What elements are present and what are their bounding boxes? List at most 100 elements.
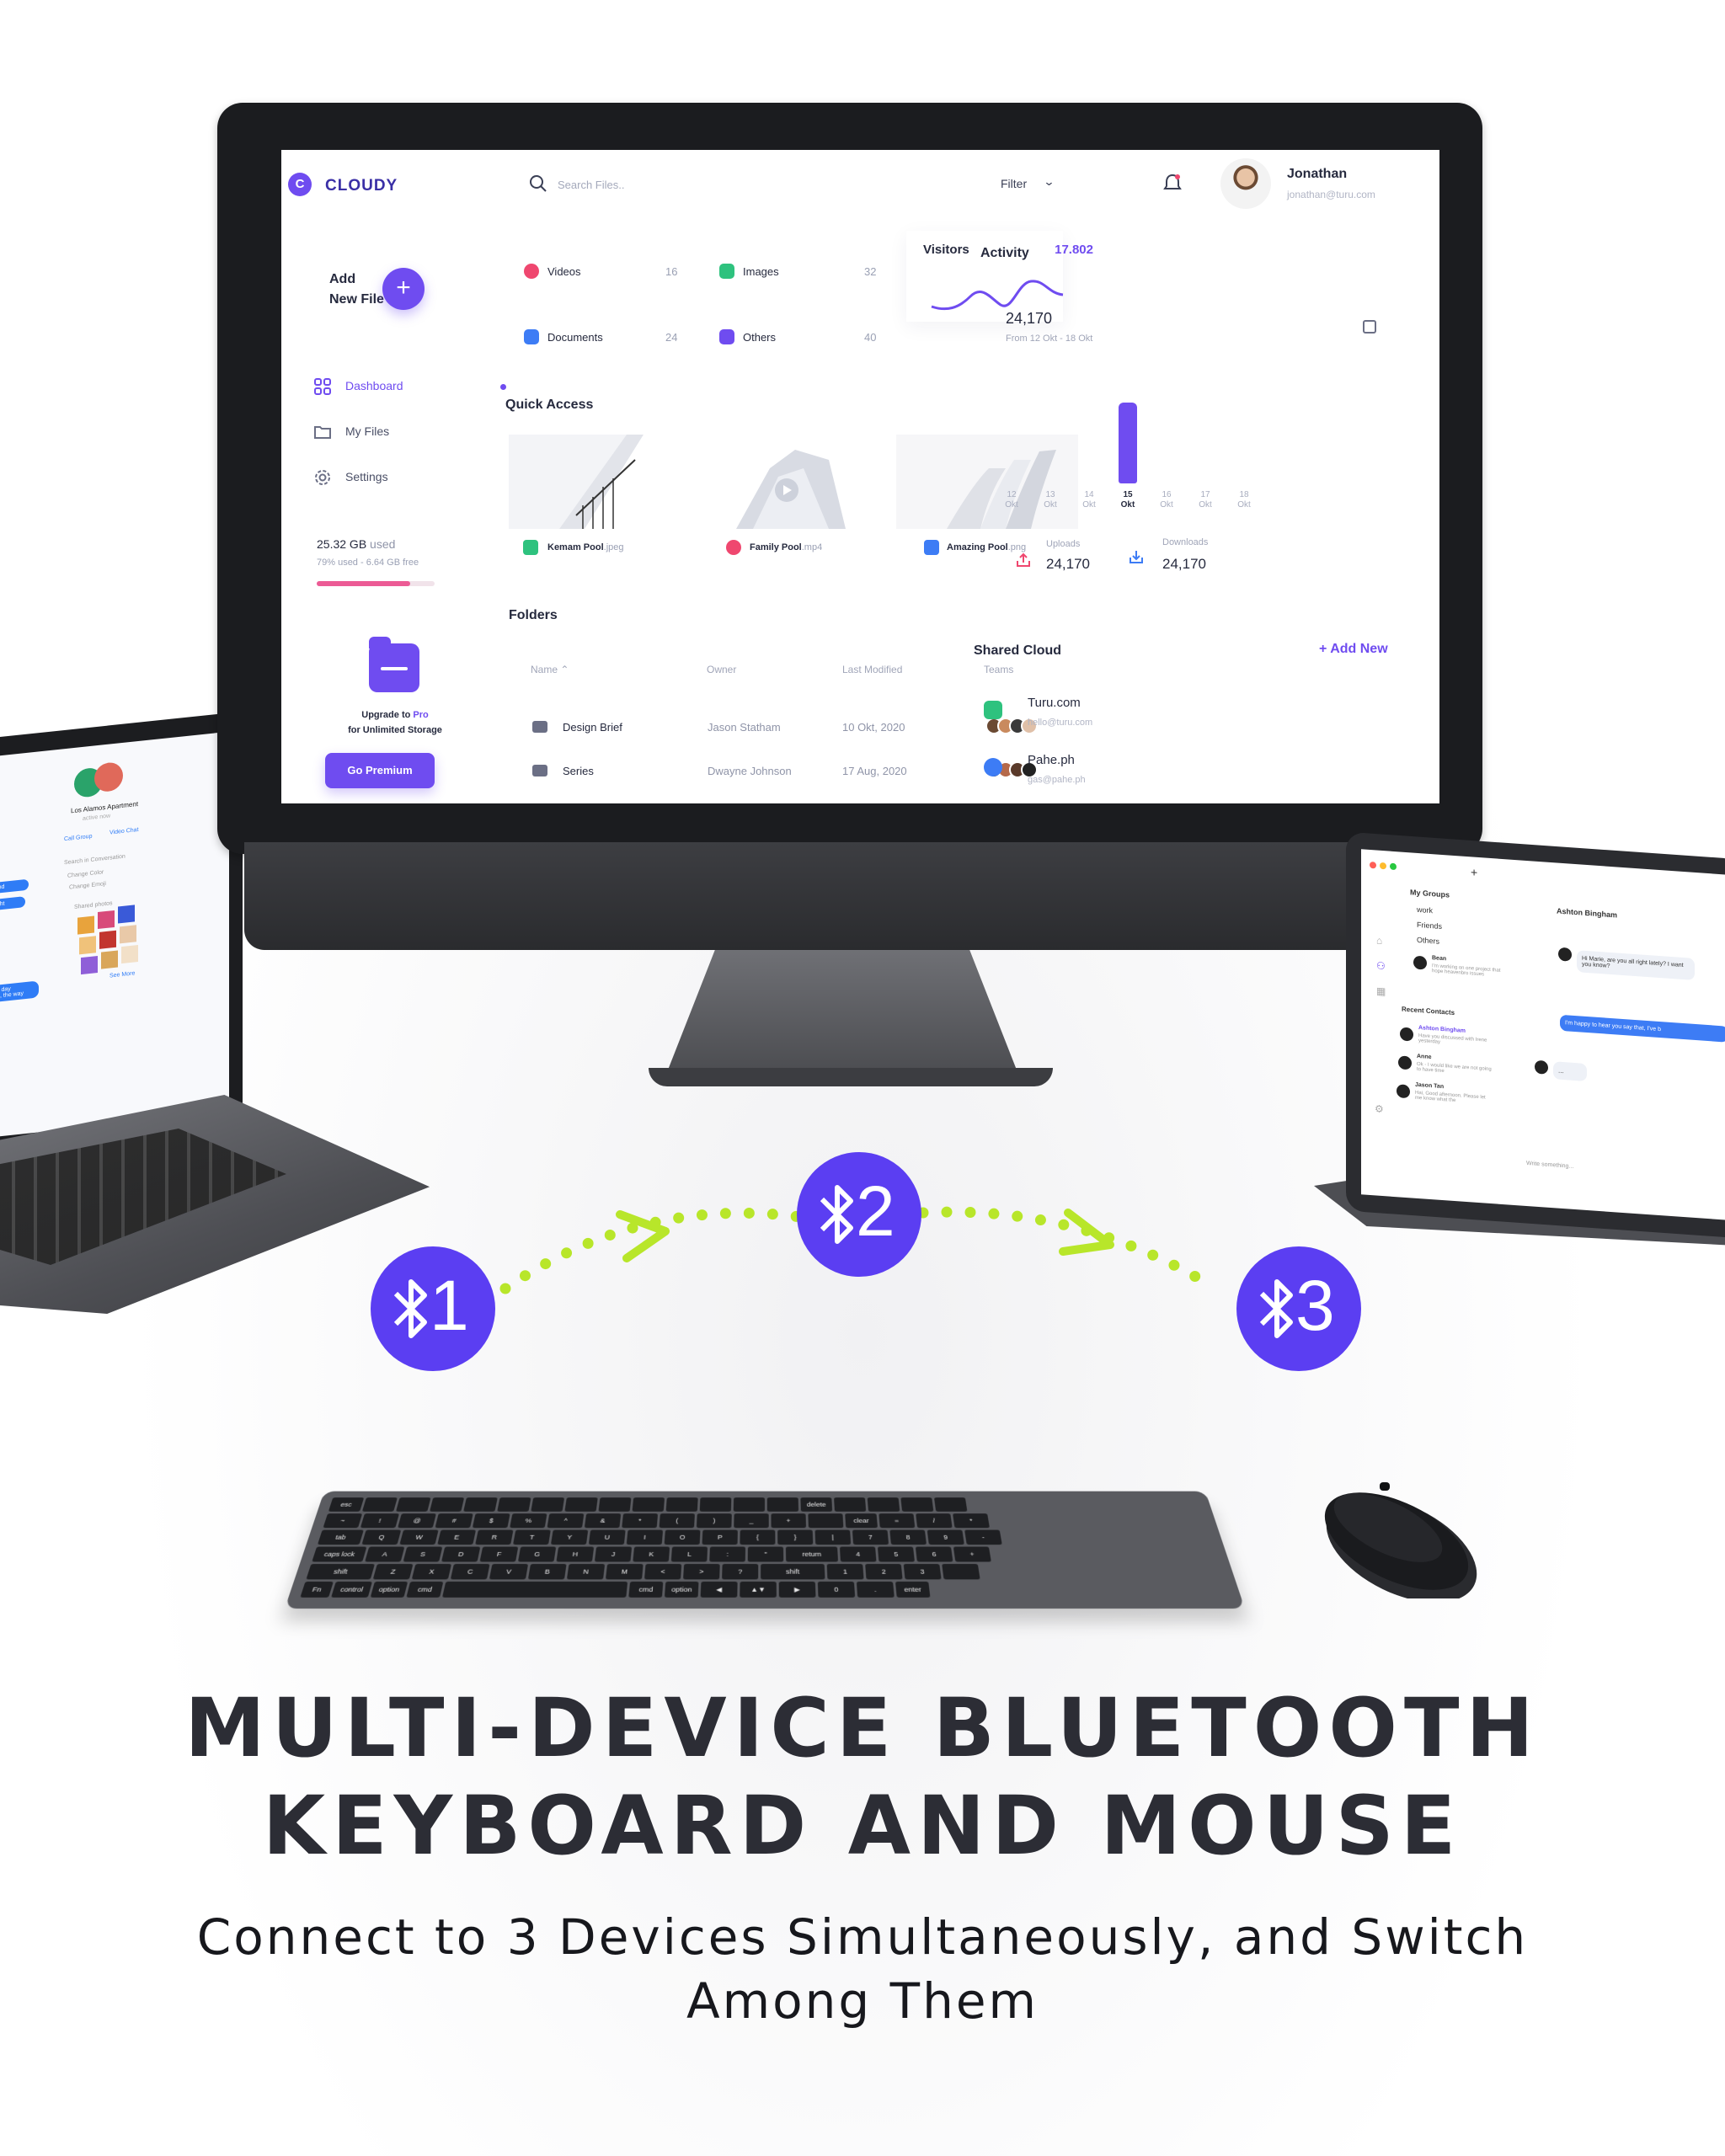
keyboard-key bbox=[942, 1564, 980, 1579]
keyboard-key: X bbox=[412, 1564, 451, 1579]
keyboard-key: S bbox=[403, 1547, 443, 1562]
keyboard-key bbox=[497, 1497, 531, 1512]
keyboard-key: option bbox=[371, 1582, 409, 1598]
keyboard-key: _ bbox=[734, 1513, 769, 1528]
keyboard-key: | bbox=[815, 1530, 852, 1545]
keyboard-key: M bbox=[606, 1564, 644, 1579]
keyboard-key: @ bbox=[398, 1513, 436, 1528]
keyboard-row: shiftZXCVBNM<>?shift123 bbox=[306, 1564, 980, 1579]
keyboard-key: A bbox=[365, 1547, 404, 1562]
keyboard-key bbox=[934, 1497, 967, 1512]
keyboard-key: * bbox=[953, 1513, 990, 1528]
bluetooth-channel-2: 2 bbox=[797, 1152, 921, 1277]
headline-line-1: MULTI-DEVICE BLUETOOTH bbox=[0, 1681, 1725, 1775]
keyboard-key: option bbox=[665, 1582, 699, 1598]
keyboard-key: 2 bbox=[865, 1564, 902, 1579]
keyboard-key: Fn bbox=[300, 1582, 334, 1598]
subheadline: Connect to 3 Devices Simultaneously, and… bbox=[147, 1905, 1578, 2033]
keyboard-key: T bbox=[513, 1530, 551, 1545]
keyboard-row: Fncontroloptioncmdcmdoption◀▲▼▶0.enter bbox=[300, 1582, 930, 1598]
keyboard-key bbox=[633, 1497, 665, 1512]
arrow-head-icon bbox=[1063, 1213, 1110, 1251]
keyboard-key bbox=[808, 1513, 843, 1528]
keyboard-key: } bbox=[777, 1530, 813, 1545]
keyboard-key: Z bbox=[373, 1564, 414, 1579]
keyboard-key bbox=[531, 1497, 564, 1512]
keyboard-key: control bbox=[331, 1582, 372, 1598]
keyboard-key bbox=[767, 1497, 798, 1512]
keyboard-key: % bbox=[510, 1513, 547, 1528]
keyboard-key: 6 bbox=[916, 1547, 953, 1562]
keyboard-keys: escdelete~!@#$%^&*()_+clear=/*tabQWERTYU… bbox=[299, 1497, 1231, 1601]
keyboard-key: 7 bbox=[852, 1530, 889, 1545]
bluetooth-icon bbox=[393, 1275, 430, 1342]
keyboard-key: G bbox=[518, 1547, 556, 1562]
keyboard-key: ▲▼ bbox=[740, 1582, 777, 1598]
keyboard-key: Q bbox=[361, 1530, 401, 1545]
keyboard-key bbox=[564, 1497, 597, 1512]
keyboard-row: ~!@#$%^&*()_+clear=/* bbox=[323, 1513, 990, 1528]
keyboard-key: cmd bbox=[628, 1582, 663, 1598]
keyboard-key: Y bbox=[551, 1530, 588, 1545]
keyboard-key: : bbox=[709, 1547, 745, 1562]
bluetooth-channel-1: 1 bbox=[371, 1246, 495, 1371]
keyboard-key bbox=[868, 1497, 900, 1512]
keyboard-key: ^ bbox=[547, 1513, 585, 1528]
keyboard-key: P bbox=[702, 1530, 737, 1545]
keyboard-key: $ bbox=[473, 1513, 510, 1528]
keyboard-key: cmd bbox=[406, 1582, 443, 1598]
keyboard-key: tab bbox=[318, 1530, 364, 1545]
keyboard-key bbox=[396, 1497, 431, 1512]
keyboard-key bbox=[700, 1497, 732, 1512]
keyboard-key: L bbox=[671, 1547, 708, 1562]
keyboard-key: shift bbox=[306, 1564, 375, 1579]
keyboard-key: enter bbox=[895, 1582, 930, 1598]
keyboard-key: . bbox=[857, 1582, 895, 1598]
keyboard-key: J bbox=[595, 1547, 632, 1562]
bluetooth-icon bbox=[1258, 1275, 1295, 1342]
keyboard-key: ~ bbox=[323, 1513, 362, 1528]
keyboard-key bbox=[734, 1497, 765, 1512]
wireless-mouse bbox=[1311, 1476, 1487, 1598]
keyboard-key: C bbox=[451, 1564, 490, 1579]
keyboard-key: return bbox=[786, 1547, 838, 1562]
keyboard-key: > bbox=[683, 1564, 720, 1579]
keyboard-key: ! bbox=[360, 1513, 399, 1528]
keyboard-key: 4 bbox=[840, 1547, 877, 1562]
keyboard-key: B bbox=[528, 1564, 567, 1579]
keyboard-key: * bbox=[622, 1513, 658, 1528]
keyboard-key bbox=[900, 1497, 933, 1512]
keyboard-key: " bbox=[748, 1547, 784, 1562]
keyboard-key: clear bbox=[845, 1513, 878, 1528]
keyboard-key: ( bbox=[660, 1513, 695, 1528]
keyboard-key: H bbox=[556, 1547, 594, 1562]
keyboard-key: V bbox=[489, 1564, 528, 1579]
keyboard-key: = bbox=[879, 1513, 915, 1528]
keyboard-key bbox=[834, 1497, 866, 1512]
keyboard-key: + bbox=[953, 1547, 991, 1562]
bluetooth-channel-3: 3 bbox=[1236, 1246, 1361, 1371]
keyboard-key: K bbox=[633, 1547, 670, 1562]
keyboard-key bbox=[666, 1497, 698, 1512]
keyboard-key: ◀ bbox=[701, 1582, 738, 1598]
keyboard-row: escdelete bbox=[328, 1497, 968, 1512]
keyboard-key: N bbox=[567, 1564, 605, 1579]
keyboard-key: ) bbox=[697, 1513, 732, 1528]
keyboard-key: & bbox=[585, 1513, 621, 1528]
keyboard-key: 5 bbox=[878, 1547, 915, 1562]
keyboard-key: ? bbox=[722, 1564, 758, 1579]
keyboard-key: ▶ bbox=[779, 1582, 816, 1598]
keyboard-key bbox=[362, 1497, 398, 1512]
keyboard-key bbox=[463, 1497, 498, 1512]
channel-number: 1 bbox=[430, 1265, 469, 1347]
bluetooth-icon bbox=[819, 1181, 856, 1248]
keyboard-key: O bbox=[665, 1530, 701, 1545]
keyboard-key: 3 bbox=[904, 1564, 942, 1579]
keyboard-key: 8 bbox=[889, 1530, 927, 1545]
keyboard-key: 0 bbox=[818, 1582, 855, 1598]
keyboard-key: U bbox=[589, 1530, 626, 1545]
bluetooth-keyboard: escdelete~!@#$%^&*()_+clear=/*tabQWERTYU… bbox=[285, 1492, 1245, 1609]
keyboard-row: caps lockASDFGHJKL:"return456+ bbox=[312, 1547, 991, 1562]
channel-number: 2 bbox=[856, 1171, 895, 1252]
